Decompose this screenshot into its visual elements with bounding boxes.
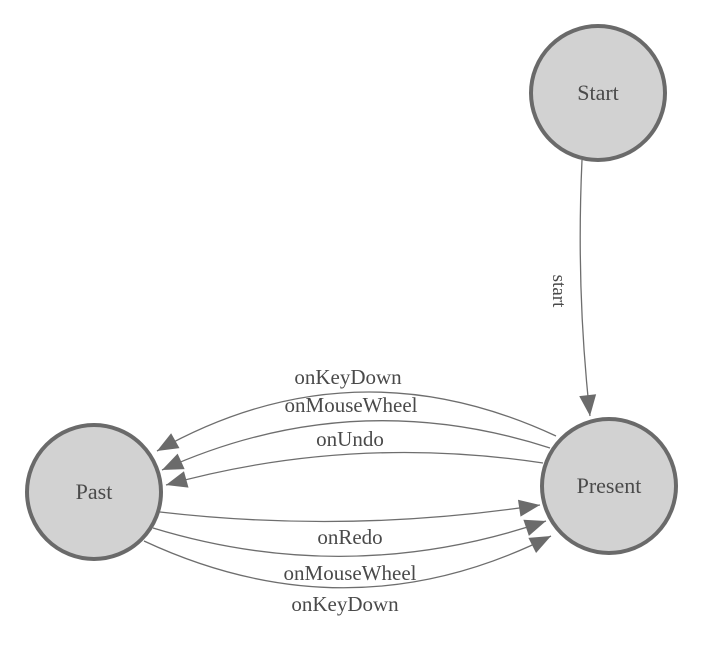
edge-line [579, 159, 591, 417]
edge-line [156, 391, 557, 452]
state-circle-past[interactable] [25, 423, 163, 561]
edge-line [159, 504, 541, 523]
edge-label-onMouseWheel: onMouseWheel [284, 561, 417, 585]
edge-label-onRedo: onRedo [317, 525, 382, 549]
node-label-past: Past [76, 479, 113, 504]
edge-line [143, 535, 552, 589]
node-label-present: Present [577, 473, 642, 498]
node-present[interactable]: Present [540, 417, 678, 555]
edge-past-to-present-onMouseWheel: onMouseWheel [152, 519, 547, 585]
arrowhead-icon [517, 499, 540, 517]
edge-line [165, 451, 544, 486]
edge-present-to-past-onMouseWheel: onMouseWheel [161, 393, 551, 471]
edge-present-to-past-onKeyDown: onKeyDown [156, 365, 557, 452]
edge-past-to-present-onKeyDown: onKeyDown [143, 535, 552, 616]
edge-line [161, 420, 551, 471]
edge-label-onKeyDown: onKeyDown [294, 365, 402, 389]
arrowhead-icon [166, 471, 189, 488]
node-past[interactable]: Past [25, 423, 163, 561]
arrowhead-icon [579, 394, 597, 416]
node-start[interactable]: Start [529, 24, 667, 162]
node-label-start: Start [577, 80, 619, 105]
state-circle-start[interactable] [529, 24, 667, 162]
edge-start-to-present-start: start [548, 159, 597, 417]
edge-label-onUndo: onUndo [316, 427, 384, 451]
arrowhead-icon [162, 453, 185, 470]
edge-line [152, 520, 547, 557]
edge-label-start: start [548, 275, 569, 308]
state-circle-present[interactable] [540, 417, 678, 555]
arrowhead-icon [157, 433, 180, 451]
edge-present-to-past-onUndo: onUndo [165, 427, 544, 488]
edge-label-onMouseWheel: onMouseWheel [285, 393, 418, 417]
arrowhead-icon [528, 536, 551, 554]
edge-past-to-present-onRedo: onRedo [159, 499, 541, 549]
edge-label-onKeyDown: onKeyDown [291, 592, 399, 616]
arrowhead-icon [523, 519, 546, 536]
